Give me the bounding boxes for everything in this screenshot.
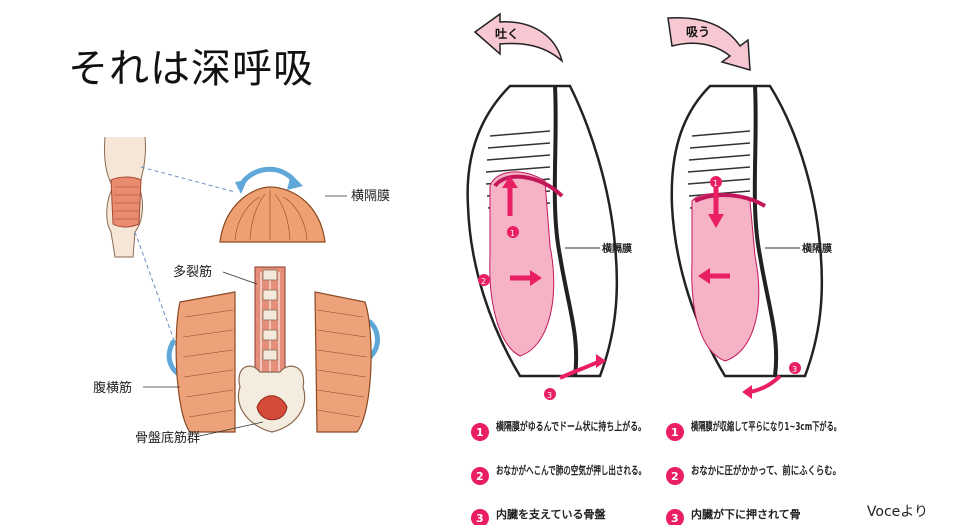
inhale-steps: 1 横隔膜が収縮して平らになり1~3cm下がる。 2 おなかに圧がかかって、前に… [666,419,841,525]
core-muscles-illustration: 横隔膜 多裂筋 腹横筋 骨盤底筋群 [93,136,390,446]
label-pelvic-floor: 骨盤底筋群 [135,430,200,446]
exhale-step-3: 内臓を支えている骨盤 [496,507,606,521]
diaphragm-label-inhale: 横隔膜 [802,242,832,255]
diaphragm-label-exhale: 横隔膜 [602,242,632,255]
exhale-steps: 1 横隔膜がゆるんでドーム状に持ち上がる。 2 おなかがへこんで肺の空気が押し出… [471,419,646,525]
svg-text:1: 1 [476,426,484,439]
inhale-step-2: おなかに圧がかかって、前にふくらむ。 [691,463,841,477]
svg-text:2: 2 [671,470,679,483]
inhale-torso: 1 3 [670,84,824,399]
breathing-illustration: 吐く 吸う 1 2 3 横隔膜 [466,12,841,525]
slide-title: それは深呼吸 [68,46,314,92]
inhale-arrow: 吸う [667,16,751,72]
svg-text:3: 3 [476,512,484,525]
inhale-label: 吸う [686,25,710,39]
inhale-step-1: 横隔膜が収縮して平らになり1~3cm下がる。 [691,419,841,433]
svg-text:2: 2 [476,470,484,483]
exhale-step-2: おなかがへこんで肺の空気が押し出される。 [496,463,646,477]
exhale-step-1: 横隔膜がゆるんでドーム状に持ち上がる。 [496,419,646,433]
svg-text:1: 1 [510,229,515,238]
source-credit: Voceより [866,504,928,520]
svg-text:2: 2 [481,277,486,286]
body-figure [104,136,146,258]
diaphragm-dome [219,186,326,243]
exhale-label: 吐く [495,26,519,41]
svg-text:1: 1 [713,179,718,188]
exhale-torso: 1 2 3 [466,84,619,400]
svg-text:3: 3 [792,365,797,374]
svg-text:1: 1 [671,426,679,439]
inhale-step-3: 内臓が下に押されて骨 [691,507,801,521]
label-diaphragm: 横隔膜 [351,189,390,204]
exhale-arrow: 吐く [473,12,564,64]
transversus-abdominis [175,291,372,433]
label-transversus: 腹横筋 [93,380,132,396]
svg-text:3: 3 [547,391,552,400]
svg-text:3: 3 [671,512,679,525]
pelvis [237,365,306,433]
label-multifidus: 多裂筋 [173,264,212,280]
